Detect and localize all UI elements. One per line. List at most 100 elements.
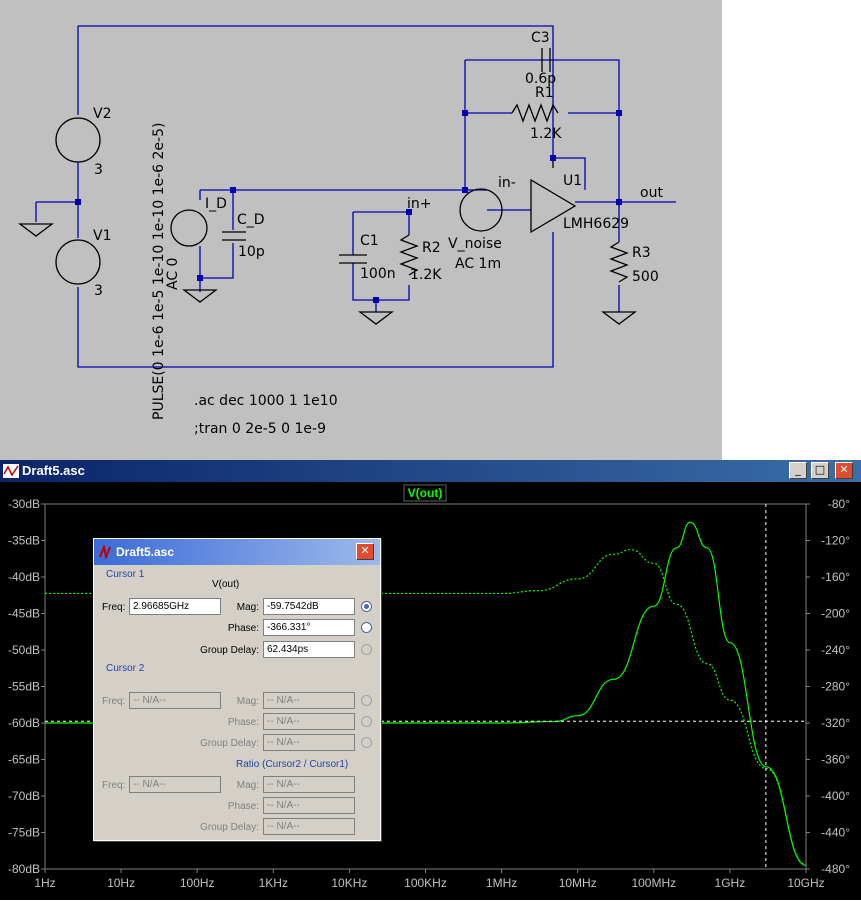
label-cd: C_D [237,212,265,228]
y-left-tick-label: -75dB [8,826,40,840]
waveform-window-title: Draft5.asc [22,463,85,478]
label-v1-val: 3 [94,283,103,299]
y-left-tick-label: -60dB [8,716,40,730]
cursor1-mag-field[interactable]: -59.7542dB [263,598,355,615]
minimize-button[interactable]: _ [789,462,807,479]
y-left-tick-label: -35dB [8,534,40,548]
x-tick-label: 100Hz [180,876,215,890]
y-left-tick-label: -65dB [8,753,40,767]
cursor1-trace-name: V(out) [212,579,240,590]
label-inm: in- [498,175,516,191]
label-inp: in+ [407,196,432,212]
y-right-tick-label: -200° [821,607,850,621]
schematic-drawing[interactable]: V2 3 V1 3 I_D C_D 10p PULSE(0 1e-6 1e-5 … [0,0,722,460]
phase2-label: Phase: [227,717,259,728]
x-tick-label: 10MHz [559,876,597,890]
ratio-phase-field[interactable]: -- N/A-- [263,797,355,814]
mag-ratio-label: Mag: [236,780,259,791]
label-u1-val: LMH6629 [563,216,629,232]
gd2-label: Group Delay: [200,738,259,749]
y-left-tick-label: -40dB [8,570,40,584]
x-tick-label: 1GHz [715,876,746,890]
freq1-label: Freq: [102,602,126,613]
ltspice-logo-icon [99,545,111,559]
trace-label[interactable]: V(out) [408,486,443,500]
trace-label-box[interactable] [403,484,447,502]
label-vnoise: V_noise [448,236,502,252]
cursor2-gd-radio[interactable] [361,737,372,748]
cursor2-group-label: Cursor 2 [106,663,145,674]
y-right-tick-label: -320° [821,716,850,730]
y-right-tick-label: -280° [821,680,850,694]
spice-ac-command: .ac dec 1000 1 1e10 [194,393,338,409]
cursor1-freq-field[interactable]: 2.96685GHz [129,598,221,615]
label-r1: R1 [535,85,554,101]
cursor-dialog-titlebar[interactable]: Draft5.asc ✕ [94,539,380,565]
cursor2-mag-field[interactable]: -- N/A-- [263,692,355,709]
ratio-group-delay-field[interactable]: -- N/A-- [263,818,355,835]
y-right-tick-label: -440° [821,826,850,840]
ratio-mag-field[interactable]: -- N/A-- [263,776,355,793]
cursor1-group-delay-field[interactable]: 62.434ps [263,641,355,658]
mag2-label: Mag: [236,696,259,707]
mag1-label: Mag: [236,602,259,613]
label-v2: V2 [93,106,111,122]
x-tick-label: 1Hz [34,876,55,890]
y-right-tick-label: -360° [821,753,850,767]
ratio-freq-field[interactable]: -- N/A-- [129,776,221,793]
cursor1-phase-field[interactable]: -366.331° [263,619,355,636]
group-delay-radio[interactable] [361,644,372,655]
cursor2-group-delay-field[interactable]: -- N/A-- [263,734,355,751]
y-right-tick-label: -240° [821,643,850,657]
y-left-tick-label: -70dB [8,789,40,803]
gd1-label: Group Delay: [200,645,259,656]
phase-trace [45,549,807,866]
label-id-pulse: PULSE(0 1e-6 1e-5 1e-10 1e-10 1e-6 2e-5) [151,123,167,420]
x-tick-label: 10Hz [107,876,135,890]
phase-ratio-label: Phase: [227,801,259,812]
cursor2-phase-radio[interactable] [361,716,372,727]
label-c3-val: 0.6p [525,71,556,87]
label-r3-val: 500 [632,269,659,285]
label-r2-val: 1.2K [410,267,442,283]
magnitude-trace [45,521,807,866]
mag-radio[interactable] [361,601,372,612]
label-vnoise-val: AC 1m [455,256,501,272]
label-v2-val: 3 [94,162,103,178]
freq2-label: Freq: [102,696,126,707]
cursor-dialog[interactable]: Draft5.asc ✕ Cursor 1 V(out) Freq: 2.966… [93,538,381,841]
x-tick-label: 10GHz [787,876,824,890]
maximize-button[interactable]: □ [811,462,829,479]
close-button[interactable]: ✕ [835,462,853,479]
label-id-ac: AC 0 [165,258,181,290]
label-r3: R3 [632,245,651,261]
spice-tran-command: ;tran 0 2e-5 0 1e-9 [194,421,326,437]
label-out: out [640,185,663,201]
label-c1: C1 [360,233,379,249]
y-right-tick-label: -160° [821,570,850,584]
label-u1: U1 [563,173,582,189]
waveform-titlebar[interactable]: Draft5.asc _ □ ✕ [0,460,861,482]
cursor2-mag-radio[interactable] [361,695,372,706]
x-tick-label: 1KHz [259,876,288,890]
cursor1-group-label: Cursor 1 [106,569,145,580]
x-tick-label: 10KHz [331,876,367,890]
x-tick-label: 100KHz [404,876,447,890]
cursor2-phase-field[interactable]: -- N/A-- [263,713,355,730]
label-c3: C3 [531,30,550,46]
y-left-tick-label: -80dB [8,862,40,876]
cursor-dialog-close-button[interactable]: ✕ [356,543,374,560]
label-r1-val: 1.2K [530,126,562,142]
label-id: I_D [205,196,227,212]
y-left-tick-label: -30dB [8,497,40,511]
label-cd-val: 10p [238,244,265,260]
schematic-canvas[interactable]: V2 3 V1 3 I_D C_D 10p PULSE(0 1e-6 1e-5 … [0,0,722,460]
label-r2: R2 [422,240,441,256]
y-right-tick-label: -120° [821,534,850,548]
label-v1: V1 [93,228,111,244]
waveform-app-icon [3,464,19,478]
phase-radio[interactable] [361,622,372,633]
cursor2-freq-field[interactable]: -- N/A-- [129,692,221,709]
